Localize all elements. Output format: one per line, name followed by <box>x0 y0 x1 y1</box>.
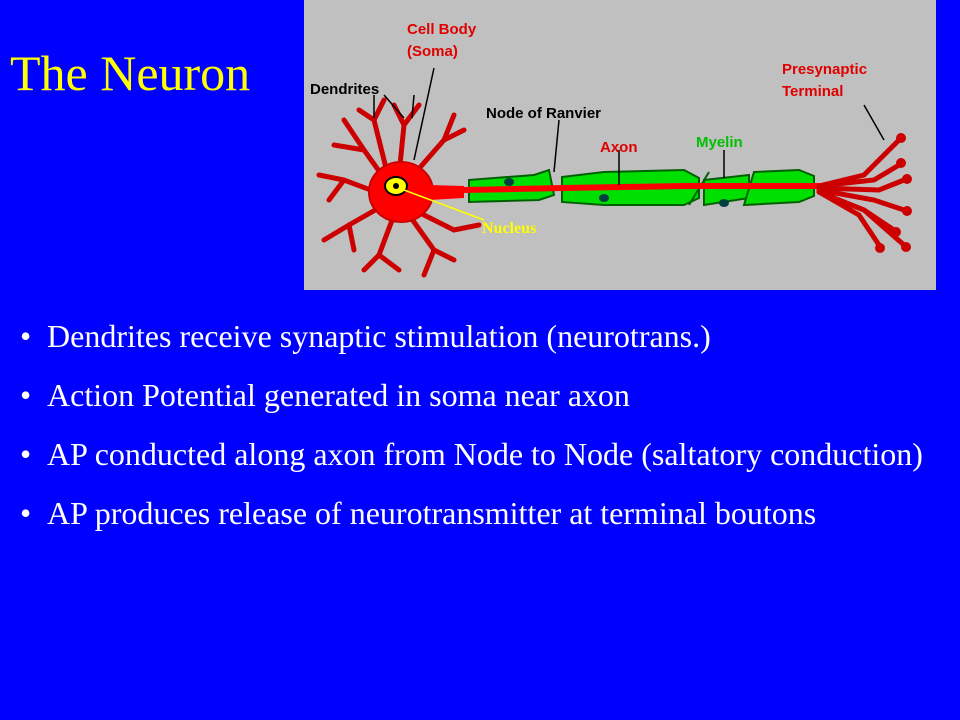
bullet-text: AP conducted along axon from Node to Nod… <box>47 436 923 472</box>
bullet-glyph: • <box>20 495 32 531</box>
bullet-glyph: • <box>20 377 32 413</box>
label-myelin: Myelin <box>696 134 743 151</box>
dendrites-shape <box>316 97 482 278</box>
neuron-illustration: Cell Body (Soma) Dendrites Node of Ranvi… <box>310 21 912 278</box>
label-nucleus: Nucleus <box>482 220 536 237</box>
label-cell-body: Cell Body <box>407 21 477 38</box>
bullet-item: • Dendrites receive synaptic stimulation … <box>20 318 940 355</box>
bullet-text: Action Potential generated in soma near … <box>47 377 630 413</box>
bullet-text: AP produces release of neurotransmitter … <box>47 495 817 531</box>
myelin-segments <box>468 168 815 207</box>
bullet-text: Dendrites receive synaptic stimulation (… <box>47 318 711 354</box>
label-presynaptic: Presynaptic <box>782 61 867 78</box>
bullet-list: • Dendrites receive synaptic stimulation … <box>20 318 940 554</box>
label-soma: (Soma) <box>407 43 458 60</box>
label-dendrites: Dendrites <box>310 81 379 98</box>
bullet-item: • AP produces release of neurotransmitter… <box>20 495 940 532</box>
bullet-glyph: • <box>20 436 32 472</box>
slide-title: The Neuron <box>10 45 251 101</box>
label-node-of-ranvier: Node of Ranvier <box>486 105 601 122</box>
bullet-item: • AP conducted along axon from Node to No… <box>20 436 940 473</box>
neuron-diagram: Cell Body (Soma) Dendrites Node of Ranvi… <box>304 0 936 290</box>
label-axon: Axon <box>600 139 638 156</box>
bullet-glyph: • <box>20 318 32 354</box>
label-terminal: Terminal <box>782 83 843 100</box>
bullet-item: • Action Potential generated in soma near… <box>20 377 940 414</box>
presynaptic-terminal-shape <box>816 137 907 248</box>
